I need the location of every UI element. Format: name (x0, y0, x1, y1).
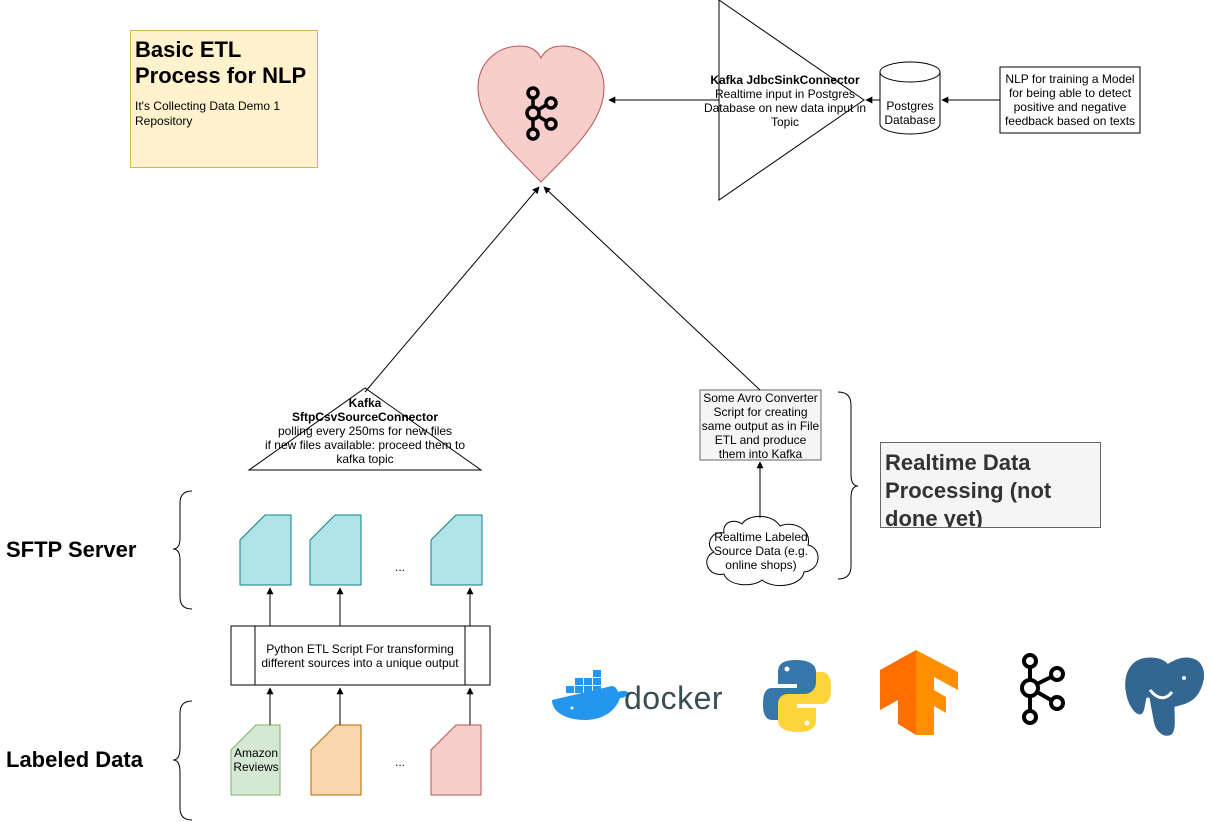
postgres-database-cylinder (879, 61, 941, 135)
sftp-files-ellipsis: ... (394, 560, 405, 574)
etl-script-label: Python ETL Script For transforming diffe… (261, 642, 459, 670)
realtime-source-cloud (706, 515, 819, 587)
kafka-icon (525, 86, 558, 141)
labeled-brace (172, 700, 193, 821)
source-connector-desc-1: polling every 250ms for new files (277, 424, 453, 438)
kafka-logo (1020, 653, 1065, 725)
arrow-avro-to-kafka (543, 186, 761, 391)
nlp-box (999, 66, 1141, 134)
sftp-server-label: SFTP Server (6, 537, 137, 562)
sftp-brace (172, 490, 193, 610)
labeled-files-ellipsis: ... (394, 755, 405, 769)
title-box: Basic ETL Process for NLP It's Collectin… (130, 30, 318, 168)
labeled-file-amazon (230, 724, 281, 796)
realtime-brace (837, 391, 859, 580)
nlp-box-label: NLP for training a Model for being able … (1004, 72, 1136, 128)
tensorflow-logo (880, 650, 958, 735)
source-connector-desc-3: kafka topic (336, 452, 394, 466)
sftp-file-1 (239, 514, 292, 586)
source-connector-triangle (247, 387, 483, 471)
etl-script-box (230, 625, 491, 686)
realtime-processing-box: Realtime Data Processing (not done yet) (880, 442, 1101, 528)
sink-connector-label: Kafka JdbcSinkConnector Realtime input i… (700, 73, 870, 129)
avro-converter-box (699, 389, 822, 461)
postgresql-logo (1122, 654, 1207, 739)
sink-connector-name: Kafka JdbcSinkConnector (710, 73, 860, 87)
sftp-file-2 (309, 514, 362, 586)
sink-connector-desc: Realtime input in Postgres Database on n… (703, 87, 867, 129)
diagram-title: Basic ETL Process for NLP (135, 37, 307, 88)
labeled-data-label: Labeled Data (6, 747, 143, 772)
arrow-source-to-kafka (364, 186, 540, 393)
labeled-file-pink (430, 724, 482, 796)
realtime-processing-label: Realtime Data Processing (not done yet) (885, 450, 1052, 528)
docker-logo (552, 670, 628, 720)
sftp-file-3 (430, 514, 483, 586)
python-logo (763, 660, 831, 732)
source-connector-name-2: SftpCsvSourceConnector (291, 410, 439, 424)
diagram-subtitle: It's Collecting Data Demo 1 Repository (135, 99, 281, 128)
realtime-source-label: Realtime Labeled Source Data (e.g. onlin… (713, 530, 809, 572)
kafka-heart-shape (477, 45, 605, 183)
source-connector-label: Kafka SftpCsvSourceConnector polling eve… (240, 396, 490, 466)
avro-converter-label: Some Avro Converter Script for creating … (701, 391, 820, 461)
source-connector-desc-2: if new files available: proceed them to (264, 438, 466, 452)
labeled-file-orange (310, 724, 362, 796)
postgres-database-label: Postgres Database (884, 99, 936, 127)
amazon-reviews-label: Amazon Reviews (233, 746, 279, 774)
source-connector-name-1: Kafka (348, 396, 382, 410)
docker-wordmark: docker (624, 680, 724, 716)
